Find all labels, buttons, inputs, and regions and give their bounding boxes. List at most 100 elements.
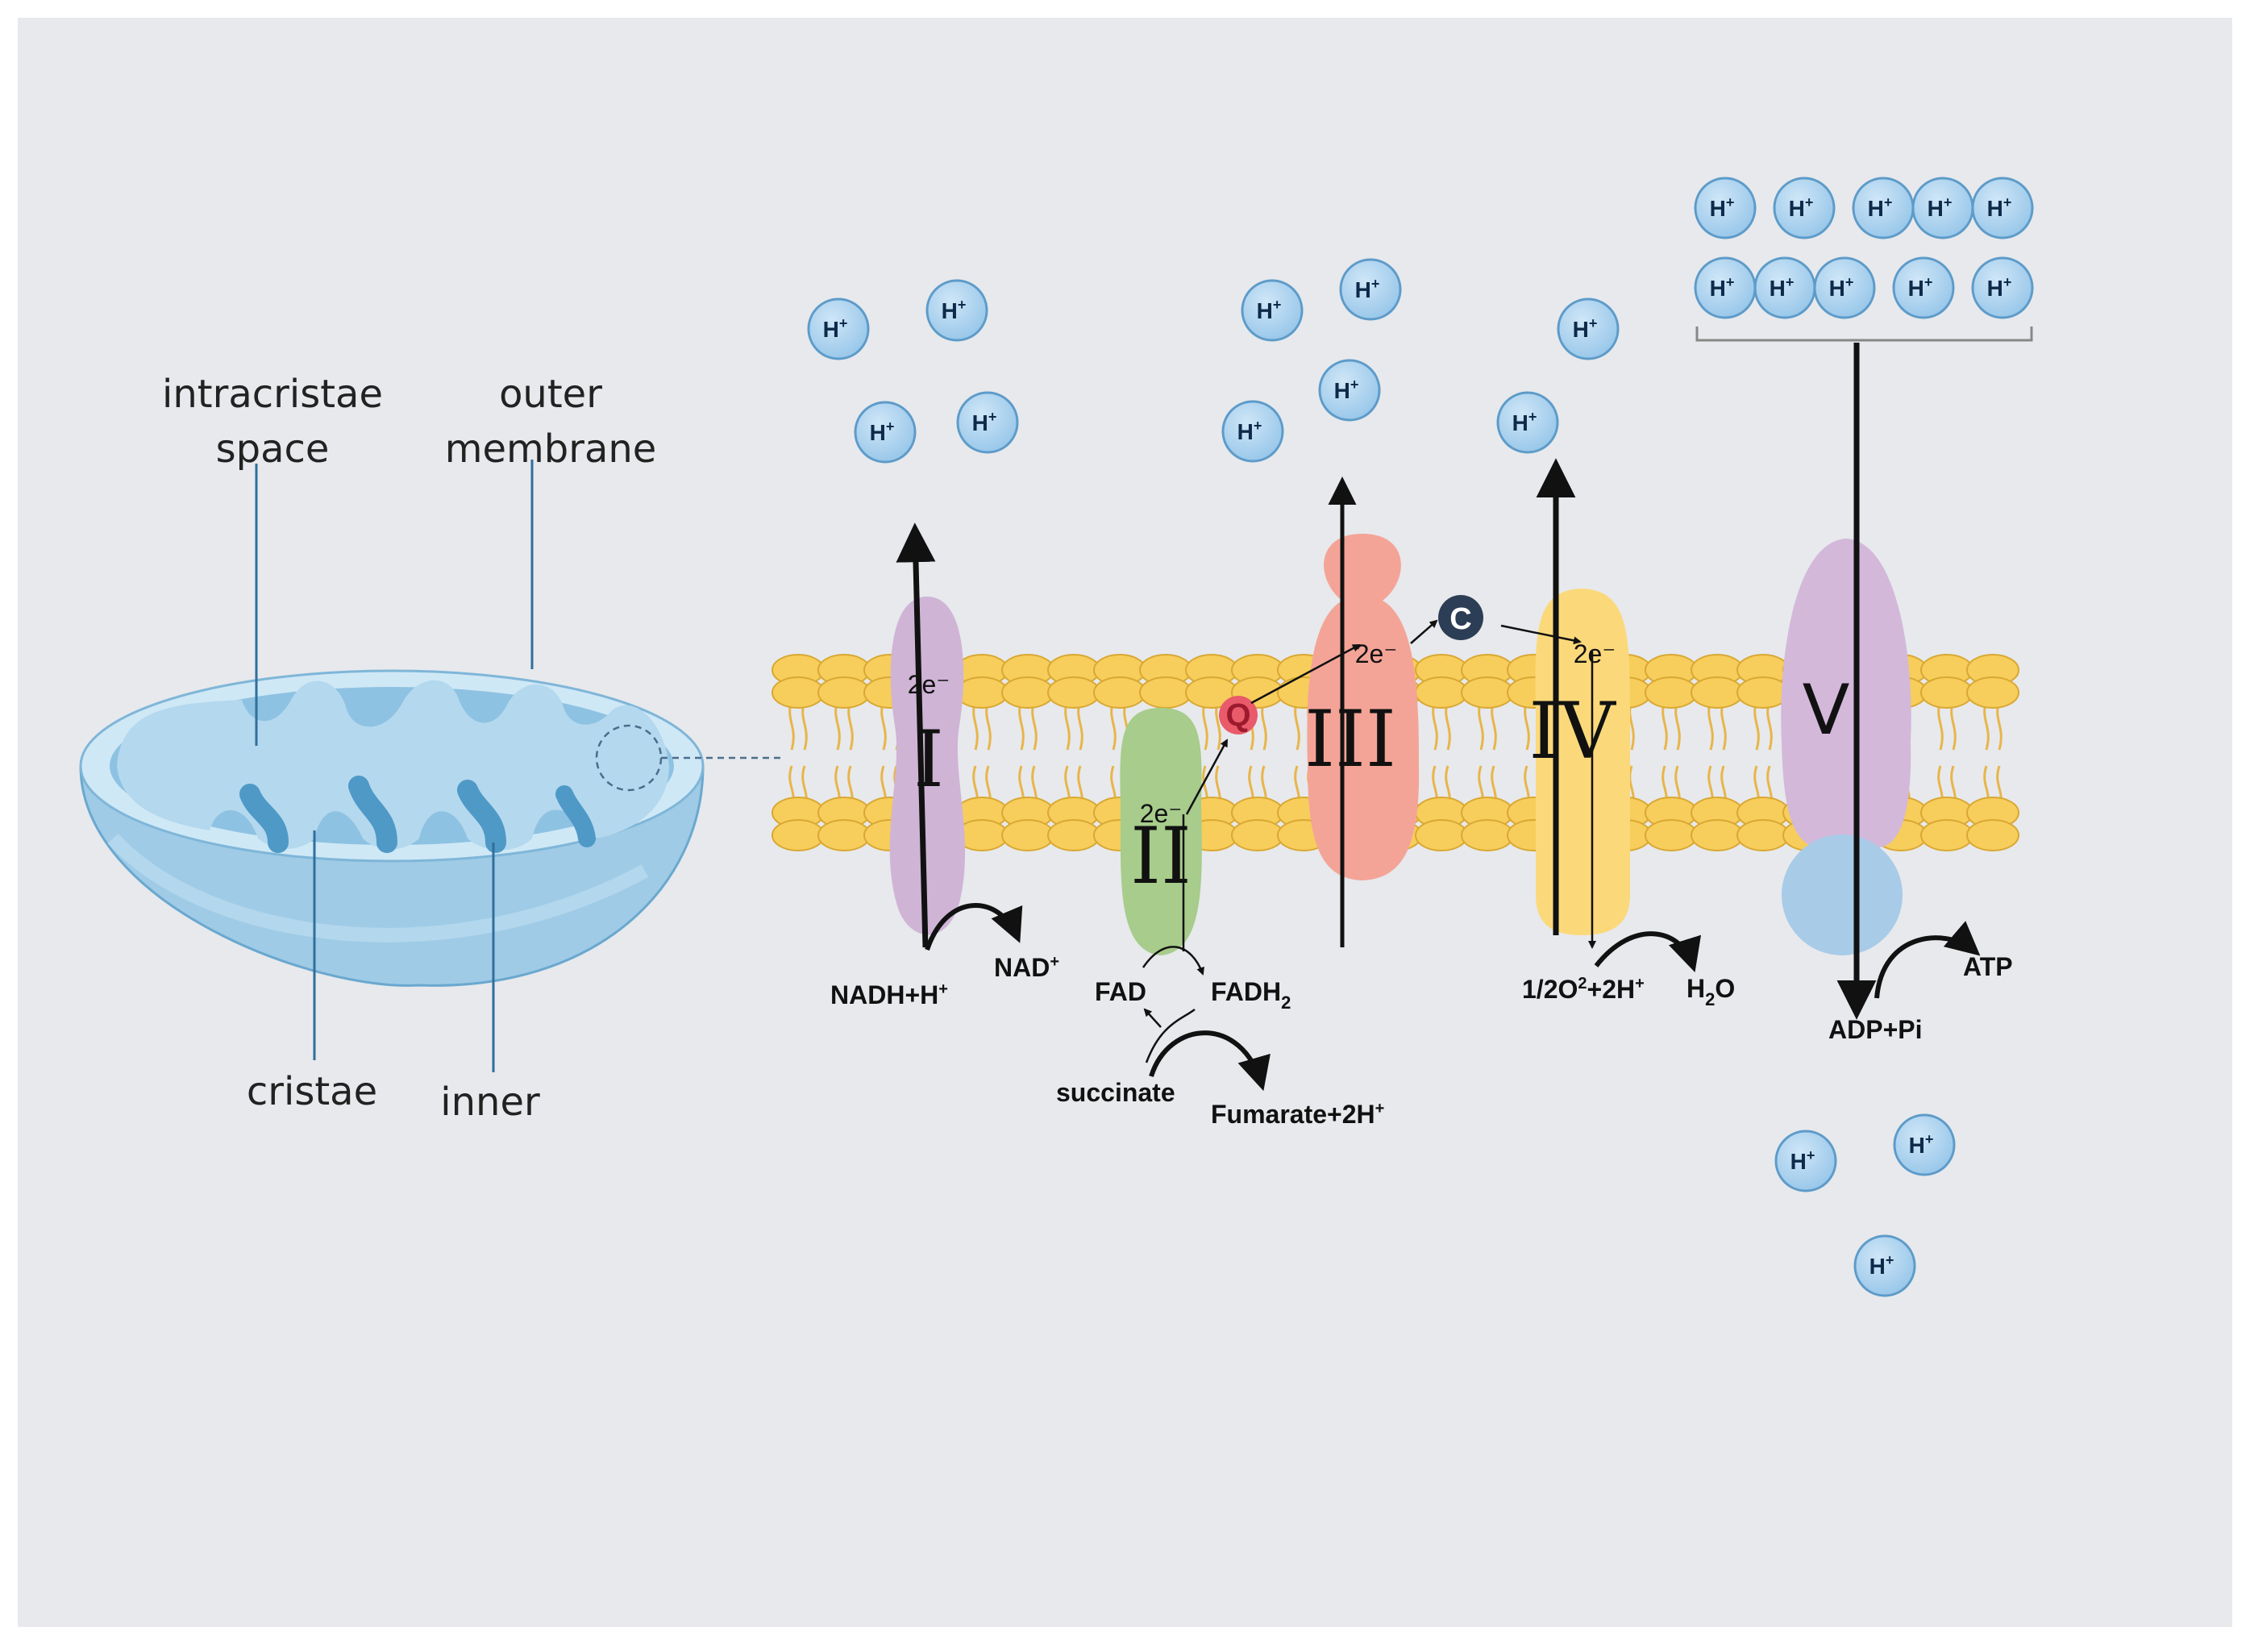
proton-label: H+ [1710, 274, 1735, 301]
lipid-head [955, 676, 1009, 709]
proton-label: H+ [1257, 297, 1282, 323]
proton-group: H+ H+ H+ H+ H+ H+ H+ H+ H+ H+ H+ H+ H+ H+ H+ H+ H+ H+ H+ H+… [807, 177, 2034, 1297]
lipid-head [1001, 819, 1054, 851]
proton-circle [1339, 258, 1402, 321]
proton-bracket [1695, 327, 2033, 342]
proton-label: H+ [1868, 194, 1893, 221]
proton-label: H+ [1237, 418, 1262, 444]
complex-i [889, 597, 966, 935]
lipid-head [1966, 819, 2019, 851]
lipid-head [1645, 819, 1698, 851]
proton-circle [1813, 256, 1876, 319]
proton-label: H+ [1770, 274, 1795, 301]
complex-v-head [1782, 834, 1903, 955]
lipid-head [771, 819, 825, 851]
reaction-arrows [925, 903, 1981, 1092]
lipid-head [1966, 676, 2019, 709]
label-complex-iv: IV [1528, 686, 1616, 776]
q-label: Q [1225, 697, 1250, 733]
label-fad: FAD [1095, 977, 1146, 1006]
label-nad: NAD+ [994, 953, 1059, 982]
proton-circle [1221, 400, 1284, 463]
lipid-head [1691, 676, 1744, 709]
label-cristae: cristae [247, 1069, 377, 1114]
proton-circle [1853, 1234, 1916, 1297]
lipid-head [1461, 676, 1514, 709]
lipid-head [1231, 819, 1284, 851]
lipid-head [1461, 819, 1514, 851]
proton-circle [854, 401, 917, 464]
proton-circle [1318, 359, 1381, 422]
label-adp: ADP+Pi [1828, 1015, 1922, 1044]
proton-label: H+ [1829, 274, 1854, 301]
proton-arrows [896, 343, 1877, 1020]
lipid-head [1736, 819, 1790, 851]
lipid-head [1139, 676, 1192, 709]
proton-circle [1694, 177, 1757, 239]
lipid-head [1001, 676, 1054, 709]
label-outer: outer [499, 372, 602, 417]
proton-label: H+ [1909, 1131, 1934, 1158]
proton-label: H+ [1928, 194, 1953, 221]
proton-label: H+ [1355, 276, 1380, 302]
lipid-head [1415, 676, 1468, 709]
electron-label-iv: 2e⁻ [1574, 639, 1616, 668]
label-succinate: succinate [1056, 1078, 1175, 1107]
label-complex-v: V [1803, 670, 1850, 751]
proton-circle [1773, 177, 1836, 239]
proton-label: H+ [1334, 377, 1359, 403]
electron-label-i: 2e⁻ [908, 670, 950, 699]
proton-label: H+ [1710, 194, 1735, 221]
electron-path [1185, 619, 1582, 815]
proton-circle [1774, 1130, 1837, 1192]
proton-label: H+ [870, 418, 895, 445]
proton-label: H+ [1869, 1252, 1894, 1279]
electron-label-iii: 2e⁻ [1355, 639, 1397, 668]
proton-label: H+ [1512, 409, 1537, 435]
proton-circle [1971, 256, 2034, 319]
lipid-head [817, 819, 871, 851]
proton-circle [1496, 391, 1559, 454]
proton-label: H+ [1908, 274, 1933, 301]
complex-iv [1535, 589, 1630, 935]
complex-iii [1307, 534, 1420, 880]
proton-circle [1557, 298, 1620, 360]
proton-circle [956, 391, 1019, 454]
label-space: space [216, 427, 330, 472]
proton-label: H+ [1790, 1147, 1815, 1174]
proton-circle [1892, 256, 1955, 319]
label-oxygen: 1/2O2+2H+ [1522, 975, 1645, 1004]
cytochrome-c: C [1438, 595, 1483, 640]
label-complex-ii: II [1130, 811, 1192, 901]
lipid-head [1736, 676, 1790, 709]
proton-circle [807, 298, 870, 360]
proton-label: H+ [1573, 315, 1598, 342]
label-fumarate: Fumarate+2H+ [1211, 1100, 1384, 1129]
lipid-head [1047, 819, 1100, 851]
lipid-head [771, 676, 825, 709]
lipid-head [1920, 819, 1973, 851]
lipid-head [1645, 676, 1698, 709]
proton-label: H+ [972, 409, 997, 435]
proton-circle [1893, 1113, 1956, 1176]
electron-label-ii: 2e⁻ [1140, 799, 1182, 828]
proton-label: H+ [942, 297, 967, 323]
label-nadh: NADH+H+ [830, 980, 948, 1009]
proton-label: H+ [823, 315, 848, 342]
lipid-head [817, 676, 871, 709]
label-fadh2: FADH2 [1211, 977, 1291, 1013]
ubiquinone: Q [1219, 696, 1258, 734]
lipid-head [1691, 819, 1744, 851]
c-label: C [1449, 602, 1471, 636]
lipid-head [1415, 819, 1468, 851]
label-complex-iii: III [1304, 694, 1396, 784]
label-water: H2O [1686, 974, 1735, 1009]
label-intracristae: intracristae [162, 372, 383, 417]
mitochondrion [79, 460, 780, 1072]
complex-v-stalk [1781, 539, 1911, 848]
label-atp: ATP [1963, 952, 2013, 981]
label-inner: inner [440, 1080, 540, 1125]
proton-label: H+ [1987, 194, 2012, 221]
proton-circle [1971, 177, 2034, 239]
